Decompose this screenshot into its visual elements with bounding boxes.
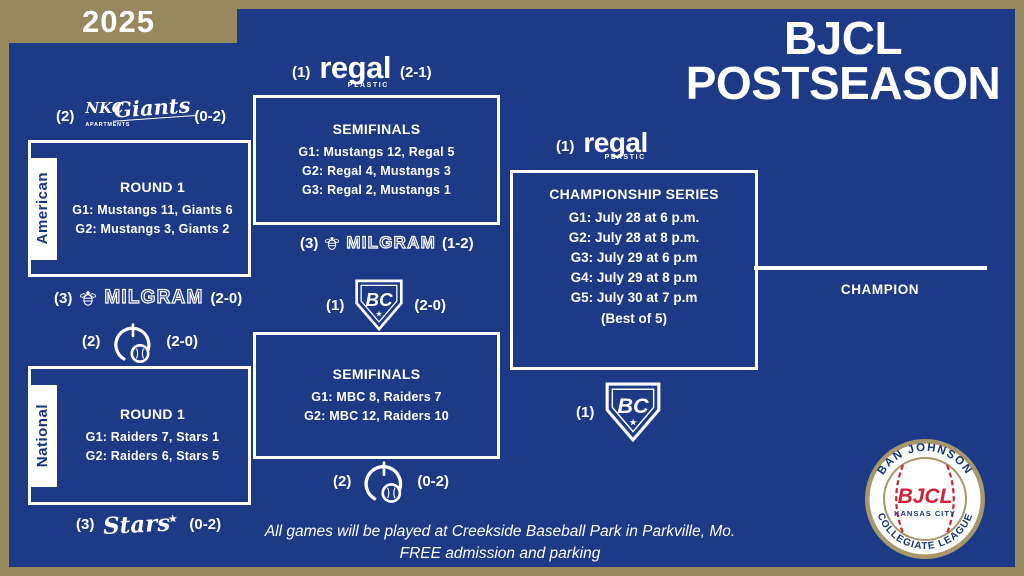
game-result: G3: Regal 2, Mustangs 1 (301, 182, 452, 197)
game-result: G2: Regal 4, Mustangs 3 (301, 163, 452, 178)
division-label: National (33, 403, 51, 468)
stars-wordmark: Stars★ (102, 509, 181, 540)
game-result: G1: MBC 8, Raiders 7 (311, 389, 442, 404)
seed-number: (1) (292, 63, 311, 81)
regal-wordmark: regal (319, 50, 391, 86)
championship-game: G5: July 30 at 7 p.m (570, 290, 698, 306)
game-result: G2: Mustangs 3, Giants 2 (75, 221, 230, 236)
ball-in-glove-icon (364, 461, 403, 503)
national-division-tab: National (27, 384, 57, 487)
game-result: G2: MBC 12, Raiders 10 (304, 408, 449, 423)
seed-number: (2) (56, 107, 75, 125)
mbc-letters: BC (366, 289, 394, 310)
championship-box: CHAMPIONSHIP SERIES G1: July 28 at 6 p.m… (510, 170, 758, 370)
american-division-tab: American (27, 157, 57, 260)
semifinal-national-seed1-row: (1) BC ★ (2-0) (326, 278, 446, 332)
seed-number: (1) (326, 296, 345, 314)
american-seed2-row: (2) NKC Giants APARTMENTS (0-2) (56, 92, 226, 140)
title-line1: BJCL (783, 12, 903, 64)
footer-line1: All games will be played at Creekside Ba… (264, 523, 736, 540)
nkc-giants-logo: NKC Giants APARTMENTS (83, 92, 191, 138)
year-label: 2025 (82, 3, 155, 39)
record-badge: (1-2) (441, 234, 474, 252)
championship-seed-mbc-row: (1) BC ★ (576, 380, 662, 444)
game-result: G1: Raiders 7, Stars 1 (85, 429, 220, 444)
seed-number: (2) (82, 333, 101, 350)
national-round1-box: National ROUND 1 G1: Raiders 7, Stars 1 … (27, 366, 251, 505)
record-badge: (2-0) (210, 289, 243, 307)
title-line2: POSTSEASON (685, 57, 1001, 110)
regal-wordmark: regal (583, 126, 648, 158)
star-icon: ★ (376, 310, 383, 319)
year-tab: 2025 (0, 0, 237, 43)
semifinal-national-box: SEMIFINALS G1: MBC 8, Raiders 7 G2: MBC … (253, 332, 500, 459)
game-result: G1: Mustangs 11, Giants 6 (72, 202, 233, 217)
game-result: G2: Raiders 6, Stars 5 (85, 448, 220, 463)
milgram-wordmark: MILGRAM (104, 286, 204, 308)
record-badge: (0-2) (194, 107, 227, 125)
footer-line2: FREE admission and parking (399, 545, 601, 563)
seed-number: (1) (576, 403, 595, 421)
record-badge: (2-0) (166, 333, 199, 350)
mbc-home-plate-logo: BC ★ (355, 279, 404, 332)
best-of-note: (Best of 5) (600, 310, 667, 326)
championship-game: G3: July 29 at 6 p.m (570, 249, 698, 265)
plastic-text: PLASTIC (347, 81, 389, 89)
championship-seed-regal-row: (1) regal PLASTIC (556, 124, 648, 168)
championship-game: G4: July 29 at 8 p.m (570, 270, 698, 286)
american-seed3-row: (3) MILGRAM (2-0) (54, 283, 242, 313)
american-round1-box: American ROUND 1 G1: Mustangs 11, Giants… (27, 140, 251, 277)
seed-number: (2) (333, 472, 352, 490)
seed-number: (3) (76, 515, 95, 533)
league-badge: BAN JOHNSON COLLEGIATE LEAGUE BJCL KANSA… (863, 437, 987, 566)
apartments-text: APARTMENTS (85, 122, 131, 128)
record-badge: (2-1) (399, 63, 432, 81)
kansas-city-text: KANSAS CITY (894, 509, 956, 518)
national-seed3-row: (3) Stars★ (0-2) (76, 506, 221, 542)
seed-number: (3) (300, 234, 319, 252)
champion-line (754, 266, 987, 270)
record-badge: (0-2) (189, 515, 222, 533)
giants-script-text: Giants (113, 92, 192, 123)
national-seed2-row: (2) (2-0) (82, 318, 198, 365)
milgram-wordmark: MILGRAM (346, 232, 436, 252)
regal-plastic-logo: regal PLASTIC (583, 126, 648, 162)
record-badge: (2-0) (414, 296, 447, 314)
round1-title: ROUND 1 (119, 406, 186, 422)
division-label: American (33, 172, 51, 245)
semifinal-american-seed1-row: (1) regal PLASTIC (2-1) (292, 50, 432, 94)
star-icon: ★ (629, 417, 637, 427)
star-icon: ★ (168, 512, 179, 526)
semifinal-american-seed3-row: (3) MILGRAM (1-2) (300, 229, 474, 257)
champion-label: CHAMPION (840, 282, 920, 297)
poster-title: BJCL POSTSEASON (678, 12, 1008, 110)
baseball-stitch-left (895, 464, 905, 534)
ball-in-glove-icon (114, 322, 151, 363)
bjcl-league-logo: BAN JOHNSON COLLEGIATE LEAGUE BJCL KANSA… (865, 439, 985, 559)
milgram-bee-icon (80, 291, 97, 306)
seed-number: (1) (556, 137, 575, 155)
championship-game: G1: July 28 at 6 p.m. (568, 209, 700, 225)
stars-script-text: Stars (102, 509, 172, 540)
semifinal-national-seed2-row: (2) (0-2) (333, 455, 449, 507)
plastic-text: PLASTIC (604, 154, 646, 162)
game-result: G1: Mustangs 12, Regal 5 (298, 144, 455, 159)
baseball-stitch-right (945, 464, 955, 534)
round1-title: ROUND 1 (119, 179, 186, 195)
semifinals-title: SEMIFINALS (332, 121, 421, 137)
milgram-bee-icon (325, 236, 340, 250)
bjcl-center-text: BJCL (898, 485, 953, 508)
mbc-letters: BC (618, 393, 650, 418)
footer-note: All games will be played at Creekside Ba… (240, 521, 760, 566)
semifinals-title: SEMIFINALS (332, 366, 421, 382)
seed-number: (3) (54, 289, 73, 307)
championship-game: G2: July 28 at 8 p.m. (568, 229, 700, 245)
record-badge: (0-2) (417, 472, 450, 490)
mbc-home-plate-logo: BC ★ (605, 382, 661, 443)
championship-title: CHAMPIONSHIP SERIES (549, 186, 719, 202)
semifinal-american-box: SEMIFINALS G1: Mustangs 12, Regal 5 G2: … (253, 95, 500, 225)
regal-plastic-logo: regal PLASTIC (319, 50, 391, 89)
